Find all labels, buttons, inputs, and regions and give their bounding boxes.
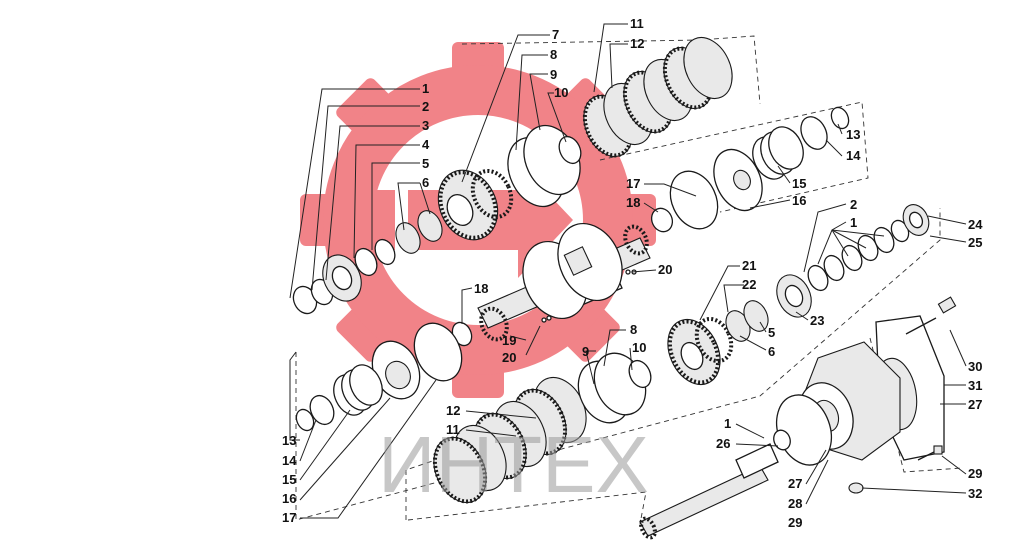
callout-23: 23 [810, 313, 824, 328]
callout-8: 8 [550, 47, 557, 62]
callout-27: 27 [788, 476, 802, 491]
callout-14: 14 [282, 453, 297, 468]
callout-6: 6 [768, 344, 775, 359]
callout-11: 11 [630, 16, 644, 31]
leader-lines [289, 23, 967, 519]
callout-29: 29 [788, 515, 802, 530]
housing-assembly [639, 296, 957, 540]
callout-2: 2 [422, 99, 429, 114]
watermark-text: ИНТЕХ [378, 420, 649, 509]
callout-21: 21 [742, 258, 756, 273]
callout-15: 15 [792, 176, 806, 191]
callout-17: 17 [282, 510, 296, 525]
callout-9: 9 [550, 67, 557, 82]
callout-1: 1 [850, 215, 857, 230]
callout-18: 18 [626, 195, 640, 210]
callout-26: 26 [716, 436, 730, 451]
callout-20: 20 [502, 350, 516, 365]
callout-13: 13 [282, 433, 296, 448]
callout-10: 10 [554, 85, 568, 100]
callout-24: 24 [968, 217, 983, 232]
callout-5: 5 [422, 156, 429, 171]
callout-6: 6 [422, 175, 429, 190]
callout-11: 11 [446, 422, 460, 437]
callout-12: 12 [446, 403, 460, 418]
callout-29: 29 [968, 466, 982, 481]
callout-3: 3 [422, 118, 429, 133]
callout-8: 8 [630, 322, 637, 337]
callout-30: 30 [968, 359, 982, 374]
callout-25: 25 [968, 235, 982, 250]
upper-assembly [292, 36, 850, 315]
callout-4: 4 [422, 137, 430, 152]
callout-32: 32 [968, 486, 982, 501]
callout-9: 9 [582, 344, 589, 359]
callout-28: 28 [788, 496, 802, 511]
callout-labels: 1 2 3 4 5 6 7 8 9 10 11 12 13 14 15 16 1… [282, 16, 983, 530]
central-shaft [477, 222, 651, 342]
callout-16: 16 [282, 491, 296, 506]
callout-16: 16 [792, 193, 806, 208]
callout-27: 27 [968, 397, 982, 412]
callout-14: 14 [846, 148, 861, 163]
callout-7: 7 [552, 27, 559, 42]
callout-15: 15 [282, 472, 296, 487]
callout-18: 18 [474, 281, 488, 296]
lower-assembly [295, 204, 930, 504]
callout-19: 19 [502, 333, 516, 348]
callout-12: 12 [630, 36, 644, 51]
callout-1: 1 [724, 416, 731, 431]
callout-5: 5 [768, 325, 775, 340]
callout-31: 31 [968, 378, 982, 393]
callout-10: 10 [632, 340, 646, 355]
callout-1: 1 [422, 81, 429, 96]
callout-17: 17 [626, 176, 640, 191]
callout-13: 13 [846, 127, 860, 142]
callout-2: 2 [850, 197, 857, 212]
callout-20: 20 [658, 262, 672, 277]
callout-22: 22 [742, 277, 756, 292]
